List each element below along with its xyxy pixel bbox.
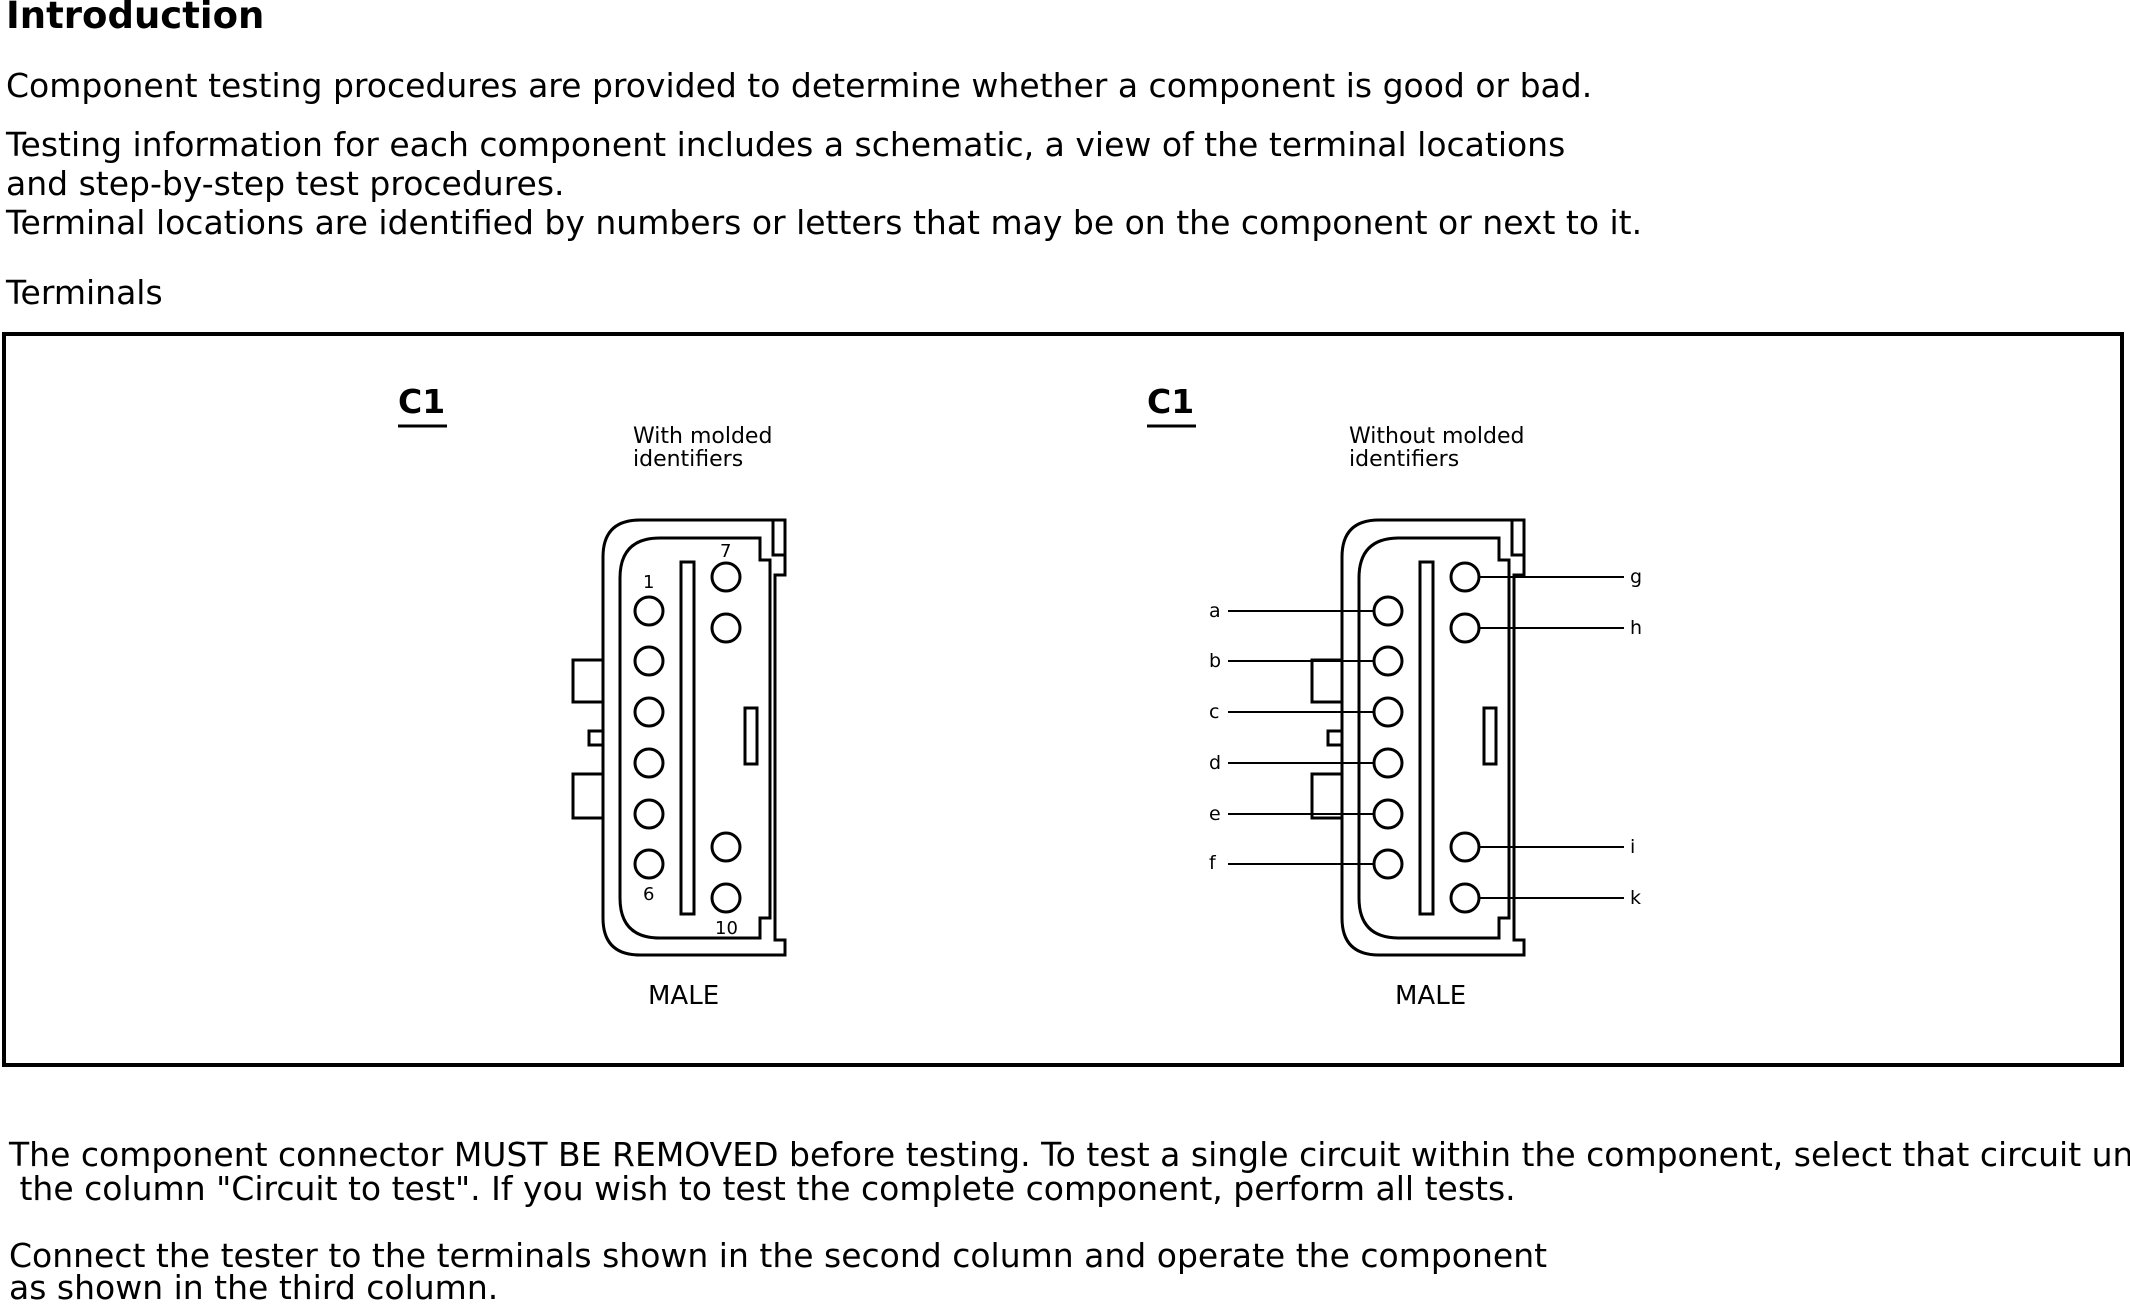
connector-left-housing [571,518,787,957]
terminals-label: Terminals [6,273,163,312]
connector-left-gender: MALE [648,981,719,1011]
pin-label-1: 1 [643,572,654,593]
connector-right-caption-line1: Without molded [1349,424,1524,449]
pin-label-c: c [1209,701,1219,723]
paragraph-line: Connect the tester to the terminals show… [9,1236,1548,1275]
paragraph-line: the column "Circuit to test". If you wis… [9,1169,1516,1208]
connector-right-gender: MALE [1395,981,1466,1011]
connector-right-caption-line2: identifiers [1349,447,1459,472]
pin-label-d: d [1209,752,1221,774]
connector-right-title: C1 [1147,382,1194,421]
pin-label-7: 7 [720,541,731,562]
connector-left-title: C1 [398,382,445,421]
pin-label-10: 10 [715,918,738,939]
paragraph-intro: Component testing procedures are provide… [6,66,1593,105]
pin-label-f: f [1209,852,1217,874]
terminal-diagram-frame [2,332,2124,1067]
pin-label-a: a [1209,600,1221,622]
pin-label-k: k [1630,887,1641,909]
paragraph-testing-info: Testing information for each component i… [6,125,1642,242]
connector-right-housing [1310,518,1526,957]
paragraph-line: and step-by-step test procedures. [6,164,565,203]
pin-label-i: i [1630,836,1635,858]
paragraph-connect-tester: Connect the tester to the terminals show… [9,1236,1548,1307]
connector-right-leader-lines [1228,576,1624,899]
connector-left-pins [633,561,742,914]
paragraph-line: Testing information for each component i… [6,125,1566,164]
pin-label-e: e [1209,803,1221,825]
paragraph-line: Terminal locations are identified by num… [6,203,1643,242]
pin-label-g: g [1630,566,1642,588]
pin-label-6: 6 [643,884,654,905]
paragraph-connector-removed: The component connector MUST BE REMOVED … [9,1138,2130,1206]
connector-left-caption-line1: With molded [633,424,772,449]
connector-left-caption-line2: identifiers [633,447,743,472]
pin-label-h: h [1630,617,1642,639]
page-heading: Introduction [6,0,265,37]
terminal-diagram: C1 With molded identifiers 1 7 6 10 MALE… [398,382,1642,1011]
connector-right-pins [1372,561,1481,914]
paragraph-line: as shown in the third column. [9,1268,499,1307]
pin-label-b: b [1209,650,1221,672]
paragraph-line: The component connector MUST BE REMOVED … [9,1135,2130,1174]
